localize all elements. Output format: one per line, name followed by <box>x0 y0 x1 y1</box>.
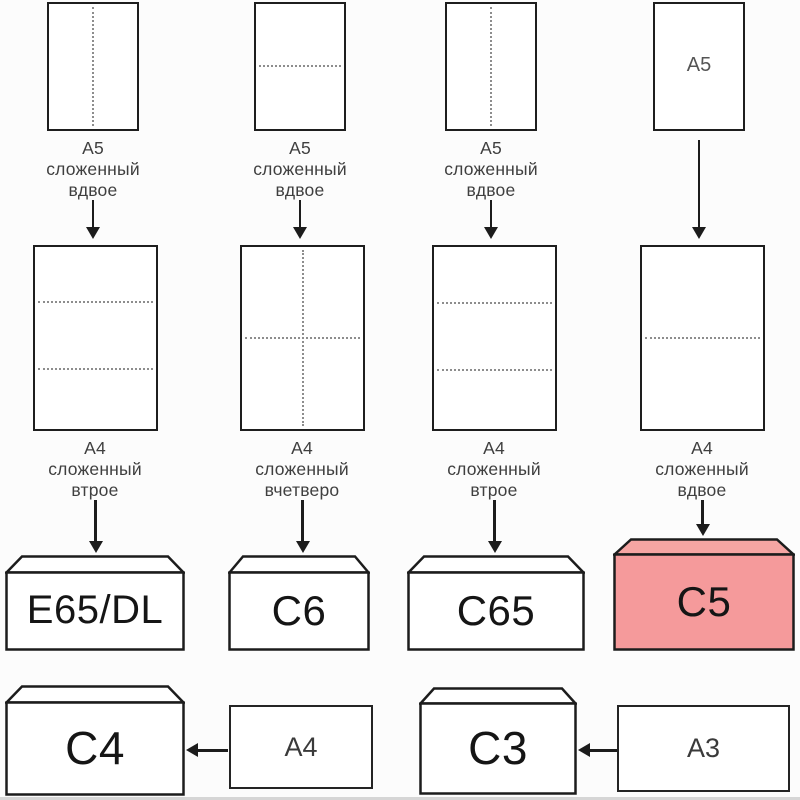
caption-line: А5 <box>82 138 104 158</box>
caption-line: сложенный <box>48 459 142 479</box>
envelope-outline <box>407 555 585 651</box>
envelope-label: C65 <box>456 586 536 634</box>
envelope-outline <box>613 538 795 651</box>
screen-bottom-strip <box>0 797 800 800</box>
paper-label: А4 <box>284 731 318 762</box>
caption-line: А5 <box>480 138 502 158</box>
a4-caption-col2: А4 сложенный вчетверо <box>217 438 387 501</box>
fold-line-horizontal <box>437 368 552 371</box>
paper-a4-source: А4 <box>229 705 373 789</box>
fold-line-horizontal <box>245 337 360 340</box>
fold-line-horizontal <box>437 301 552 304</box>
a5-sheet-col3 <box>445 2 537 131</box>
a4-caption-col1: А4 сложенный втрое <box>10 438 180 501</box>
a5-sheet-label: А5 <box>686 54 712 76</box>
caption-line: А4 <box>291 438 313 458</box>
fold-line-horizontal <box>38 368 153 371</box>
a4-caption-col4: А4 сложенный вдвое <box>617 438 787 501</box>
envelope-c65: C65 <box>407 555 585 651</box>
caption-line: втрое <box>71 480 119 500</box>
envelope-label: C3 <box>468 722 528 774</box>
envelope-outline <box>228 555 370 651</box>
envelope-outline <box>5 555 185 651</box>
envelope-outline <box>5 685 185 796</box>
caption-line: вчетверо <box>264 480 340 500</box>
envelope-c4: C4 <box>5 685 185 796</box>
a5-caption-col1: А5 сложенный вдвое <box>8 138 178 201</box>
caption-line: вдвое <box>68 180 118 200</box>
a4-sheet-col4 <box>640 245 765 431</box>
fold-line-vertical <box>490 7 492 126</box>
a4-sheet-col2 <box>240 245 365 431</box>
envelope-label: E65/DL <box>26 588 164 632</box>
a5-sheet-col2 <box>254 2 346 131</box>
down-arrow <box>484 200 497 239</box>
down-arrow <box>86 200 99 239</box>
a4-sheet-col3 <box>432 245 557 431</box>
a4-sheet-col1 <box>33 245 158 431</box>
fold-line-vertical <box>92 7 94 126</box>
envelope-c6: C6 <box>228 555 370 651</box>
paper-label: А3 <box>686 733 721 763</box>
caption-line: сложенный <box>255 459 349 479</box>
down-arrow <box>293 200 306 239</box>
a5-sheet-col1 <box>47 2 139 131</box>
caption-line: А4 <box>84 438 106 458</box>
caption-line: втрое <box>470 480 518 500</box>
down-arrow <box>488 500 501 553</box>
down-arrow <box>296 500 309 553</box>
caption-line: А4 <box>691 438 713 458</box>
a5-caption-col3: А5 сложенный вдвое <box>406 138 576 201</box>
a4-caption-col3: А4 сложенный втрое <box>409 438 579 501</box>
caption-line: сложенный <box>253 159 347 179</box>
paper-a3-source: А3 <box>617 705 790 792</box>
left-arrow <box>578 744 617 756</box>
envelope-c3: C3 <box>419 687 577 795</box>
envelope-label: C6 <box>271 586 327 634</box>
fold-line-horizontal <box>259 65 341 68</box>
envelope-c5-highlighted: C5 <box>613 538 795 651</box>
envelope-label: C4 <box>65 722 125 774</box>
envelope-e65dl: E65/DL <box>5 555 185 651</box>
caption-line: А5 <box>289 138 311 158</box>
caption-line: сложенный <box>444 159 538 179</box>
a5-sheet-col4: А5 <box>653 2 745 131</box>
down-arrow <box>696 500 709 536</box>
envelope-outline <box>419 687 577 795</box>
caption-line: А4 <box>483 438 505 458</box>
caption-line: сложенный <box>46 159 140 179</box>
fold-line-horizontal <box>645 337 760 340</box>
down-arrow <box>89 500 102 553</box>
caption-line: вдвое <box>275 180 325 200</box>
caption-line: сложенный <box>655 459 749 479</box>
caption-line: вдвое <box>466 180 516 200</box>
caption-line: сложенный <box>447 459 541 479</box>
left-arrow <box>186 744 228 756</box>
envelope-label: C5 <box>676 577 732 625</box>
down-arrow <box>692 140 705 239</box>
a5-caption-col2: А5 сложенный вдвое <box>215 138 385 201</box>
caption-line: вдвое <box>677 480 727 500</box>
fold-line-horizontal <box>38 301 153 304</box>
